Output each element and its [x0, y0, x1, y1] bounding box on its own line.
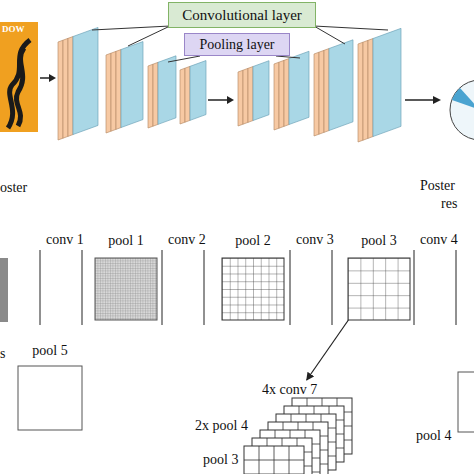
- arrow-head: [433, 96, 441, 104]
- layer-legend-box: Convolutional layer: [168, 2, 316, 28]
- pool-slab: [121, 42, 143, 128]
- input-map: [0, 258, 8, 322]
- conv-slab: [116, 50, 121, 130]
- poster-text: DOW: [2, 24, 25, 34]
- conv-slab: [148, 64, 153, 128]
- layer-label: conv 4: [420, 232, 458, 248]
- conv-slab: [58, 40, 63, 140]
- legend-text: Pooling layer: [199, 37, 274, 53]
- conv-slab: [106, 53, 111, 133]
- leader-line: [168, 56, 300, 62]
- pooling-map: pool 2: [222, 232, 284, 320]
- connector-arrow: [307, 320, 349, 380]
- pool-slab: [329, 40, 353, 131]
- layer-label: conv 3: [296, 232, 334, 248]
- pooling-map: pool 3: [348, 232, 410, 320]
- result-wedge: [452, 88, 474, 110]
- conv-slab: [314, 52, 319, 136]
- conv-line: [40, 250, 456, 325]
- flow-arrow: [405, 99, 435, 101]
- arrow-head: [49, 74, 56, 82]
- result-circle: [450, 80, 474, 140]
- pool-slab: [190, 61, 206, 121]
- layer-label: conv 1: [46, 232, 84, 248]
- input-label: oster: [0, 180, 27, 196]
- map-label: 2x pool 4: [195, 418, 248, 434]
- arrow-head: [227, 96, 234, 104]
- layer-block: [106, 42, 143, 133]
- output-label: res: [441, 196, 457, 212]
- map-label: pool 2: [222, 232, 284, 250]
- layer-legend-box: Pooling layer: [184, 33, 290, 56]
- pooling-map: pool 5: [18, 342, 82, 430]
- map-label: 4x conv 7: [262, 382, 317, 398]
- pool-slab: [158, 56, 176, 125]
- conv-slab: [248, 67, 253, 123]
- layer-block: [314, 40, 353, 136]
- feature-map-stack: 4x conv 7 2x pool 4 pool 3: [193, 380, 355, 474]
- pool-slab: [373, 28, 401, 136]
- pool-slab: [253, 61, 269, 121]
- output-label: Poster: [420, 178, 455, 194]
- conv-slab: [363, 40, 368, 140]
- conv-slab: [63, 38, 68, 138]
- conv-slab: [274, 62, 279, 130]
- feature-grid: [244, 446, 304, 474]
- feature-grid: [95, 258, 157, 320]
- layer-block: [358, 28, 401, 142]
- conv-slab: [324, 49, 329, 133]
- map-label: pool 1: [95, 232, 157, 250]
- layer-block: [238, 61, 269, 126]
- pooling-map: pool 1: [95, 232, 157, 320]
- map-label: pool 5: [18, 342, 82, 360]
- pool-slab: [73, 27, 98, 134]
- layer-block: [274, 51, 309, 130]
- map-label: pool 3: [203, 452, 238, 468]
- feature-grid: [18, 366, 82, 430]
- legend-text: Convolutional layer: [182, 7, 302, 24]
- poster-figure: [8, 40, 30, 128]
- conv-slab: [180, 68, 185, 124]
- conv-slab: [279, 60, 284, 128]
- map-label: pool 3: [348, 232, 410, 250]
- feature-grid: [222, 258, 284, 320]
- conv-slab: [284, 59, 289, 127]
- conv-slab: [153, 62, 158, 126]
- pool-slab: [289, 51, 309, 124]
- conv-slab: [358, 42, 363, 142]
- poster-image: [0, 22, 38, 132]
- layer-block: [148, 56, 176, 128]
- conv-slab: [319, 50, 324, 134]
- conv-slab: [368, 39, 373, 139]
- layer-label: conv 2: [168, 232, 206, 248]
- layer-block: [180, 61, 206, 124]
- conv-slab: [68, 37, 73, 137]
- layer-label: pool 4: [416, 428, 451, 444]
- flow-arrow: [208, 99, 229, 101]
- conv-slab: [238, 70, 243, 126]
- feature-grid: [458, 372, 474, 432]
- conv-slab: [185, 66, 190, 122]
- conv-slab: [243, 68, 248, 124]
- feature-grid: [348, 258, 410, 320]
- layer-block: [58, 27, 98, 140]
- layer-label: s: [0, 346, 5, 362]
- conv-slab: [111, 51, 116, 131]
